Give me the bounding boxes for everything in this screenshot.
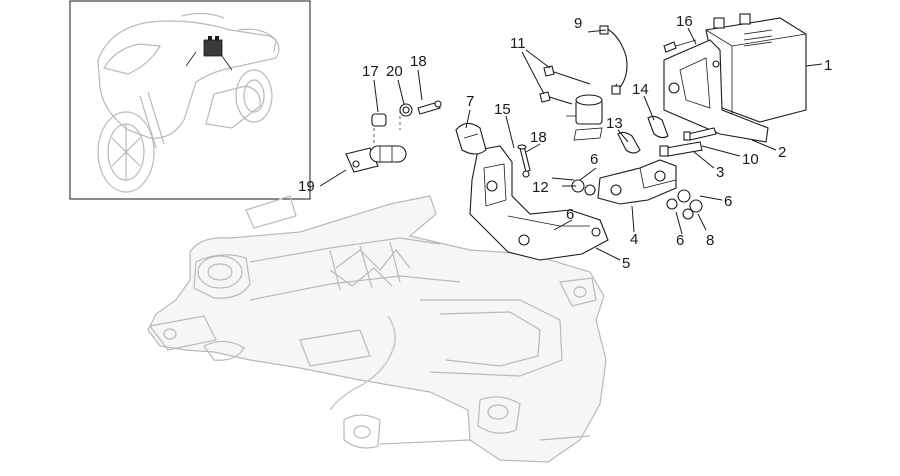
callout-18-a: 18 <box>530 129 547 146</box>
bracket-4 <box>597 159 677 205</box>
motorcycle-illustration <box>97 12 280 193</box>
battery-tray-2 <box>663 39 769 143</box>
callout-2: 2 <box>778 144 786 161</box>
callout-8: 8 <box>706 232 714 249</box>
relay-9 <box>599 25 628 95</box>
starter-relay-11 <box>539 65 603 141</box>
callout-6-d: 6 <box>676 232 684 249</box>
callout-14: 14 <box>632 81 649 98</box>
callout-labels: 1 2 3 4 5 6 6 6 6 7 8 9 10 11 12 13 14 1… <box>298 13 832 272</box>
callout-17: 17 <box>362 63 379 80</box>
screw-18-right <box>517 144 531 178</box>
callout-9: 9 <box>574 15 582 32</box>
callout-3: 3 <box>716 164 724 181</box>
callout-5: 5 <box>622 255 630 272</box>
pickup-sensor-19 <box>345 110 407 173</box>
callout-20: 20 <box>386 63 403 80</box>
mounting-plate-5 <box>469 145 609 261</box>
callout-10: 10 <box>742 151 759 168</box>
callout-16: 16 <box>676 13 693 30</box>
battery-location-marker <box>203 39 223 57</box>
fasteners-17-20-18 <box>371 100 442 127</box>
callout-4: 4 <box>630 231 638 248</box>
clip-7 <box>455 122 487 155</box>
motorcycle-frame <box>147 195 607 463</box>
callout-7: 7 <box>466 93 474 110</box>
callout-6-c: 6 <box>724 193 732 210</box>
battery-bolt-16 <box>663 39 720 68</box>
callout-15: 15 <box>494 101 511 118</box>
callout-13: 13 <box>606 115 623 132</box>
callout-12: 12 <box>532 179 549 196</box>
callout-11: 11 <box>510 35 526 52</box>
battery-1 <box>705 13 807 123</box>
callout-19: 19 <box>298 178 315 195</box>
callout-1: 1 <box>824 57 832 74</box>
callout-18-b: 18 <box>410 53 427 70</box>
callout-6-b: 6 <box>566 206 574 223</box>
leader-lines <box>319 27 823 261</box>
callout-6-a: 6 <box>590 151 598 168</box>
motorcycle-inset <box>69 0 311 200</box>
screw-10-3 <box>659 127 717 157</box>
